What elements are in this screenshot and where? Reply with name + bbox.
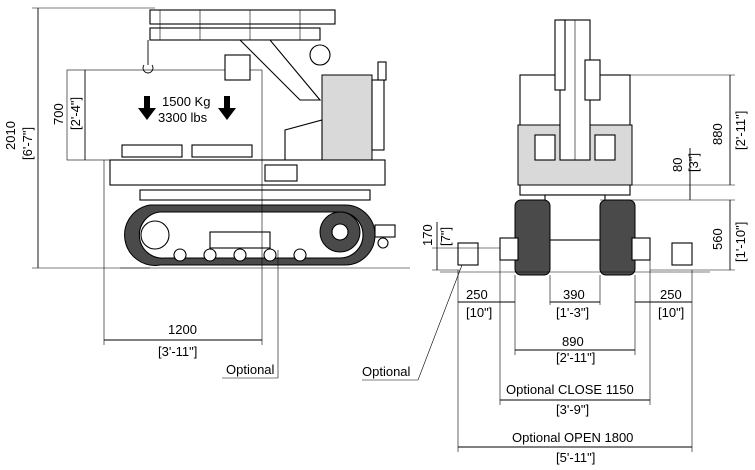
idler-wheel [140,220,170,250]
optional-blade [209,231,271,249]
front-optional-label: Optional [362,364,411,379]
open-label: Optional OPEN 1800 [512,430,633,445]
outrigger-height-in: [7"] [438,227,453,246]
length-mm: 1200 [168,322,197,337]
base-width-mm: 890 [562,334,584,349]
left-track-front [514,199,551,276]
arrow-down-icon [218,96,236,120]
side-dimensions: 2010 [6'-7"] 700 [2'-4"] 1200 [3'-11"] O… [3,7,279,379]
open-in: [5'-11"] [556,450,595,465]
boom-lower [149,27,321,41]
operator-panel [284,119,323,161]
low-height-in: [1'-10"] [733,222,748,262]
close-label: Optional CLOSE 1150 [506,382,634,397]
hook-icon [142,64,154,74]
track-width-right-mm: 250 [660,287,682,302]
right-track-front [599,199,636,276]
left-outrigger [457,242,479,266]
boom-cylinder [238,39,322,101]
track-width-mm: 250 [466,287,488,302]
low-height-mm: 560 [710,228,725,250]
track-width-right-in: [10"] [658,305,684,320]
mid-height-in: [3"] [686,153,701,172]
arrow-down-icon [138,96,156,120]
logo-plate [264,164,298,182]
top-height-in: [2'-11"] [733,111,748,150]
load-lbs: 3300 lbs [158,110,208,125]
side-view [66,9,410,269]
load-height-in: [2'-4"] [68,97,83,130]
inner-gap-mm: 390 [563,287,585,302]
front-dimensions: 880 [2'-11"] 80 [3"] 560 [1'-10"] 170 [7… [362,74,748,465]
mid-height-mm: 80 [670,158,685,172]
chassis [109,159,386,186]
right-outrigger [671,242,693,266]
front-view [440,19,710,276]
outrigger-height-mm: 170 [420,224,435,246]
top-height-mm: 880 [710,123,725,145]
load-kg: 1500 Kg [162,94,210,109]
height-mm: 2010 [3,121,18,150]
track-width-in: [10"] [466,305,492,320]
close-in: [3'-9"] [556,402,589,417]
engine-housing [321,74,373,161]
inner-gap-in: [1'-3"] [556,305,589,320]
load-height-mm: 700 [51,103,66,125]
load-indicator: 1500 Kg 3300 lbs [138,94,236,125]
height-in: [6'-7"] [20,127,35,160]
boom-pivot [309,44,331,66]
base-width-in: [2'-11"] [556,350,595,365]
winch [224,54,251,81]
boom-upper [149,9,336,25]
length-in: [3'-11"] [158,344,197,359]
side-optional-label: Optional [226,362,275,377]
